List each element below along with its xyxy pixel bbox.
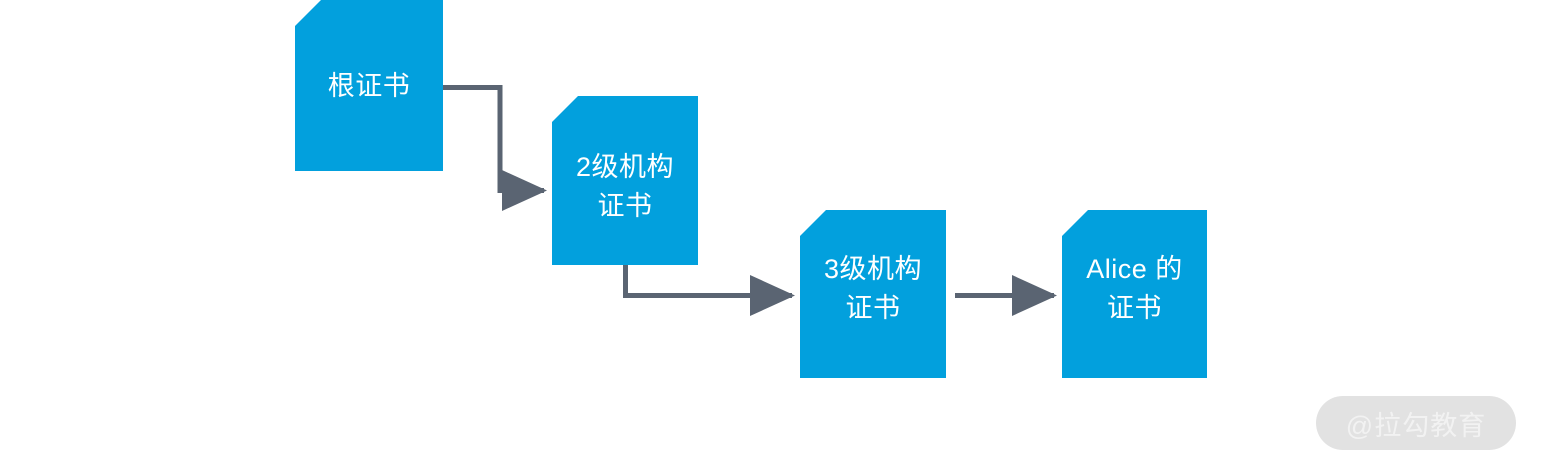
node-alice-certificate[interactable]: Alice 的 证书 <box>1062 210 1207 378</box>
document-shape-icon <box>1062 210 1207 378</box>
node-level2-ca-certificate[interactable]: 2级机构 证书 <box>552 96 698 265</box>
connector-root-to-ca2 <box>443 85 548 211</box>
node-label: 根证书 <box>327 71 411 101</box>
document-shape-icon <box>295 0 443 171</box>
watermark-badge: @拉勾教育 <box>1316 396 1516 450</box>
watermark-text: @拉勾教育 <box>1345 410 1487 441</box>
node-label: 3级机构 证书 <box>823 254 923 324</box>
node-label: 2级机构 证书 <box>575 152 675 222</box>
node-level3-ca-certificate[interactable]: 3级机构 证书 <box>800 210 946 378</box>
node-label: Alice 的 证书 <box>1086 254 1183 324</box>
document-shape-icon <box>552 96 698 265</box>
node-root-certificate[interactable]: 根证书 <box>295 0 443 171</box>
document-shape-icon <box>800 210 946 378</box>
connector-ca2-to-ca3 <box>623 265 796 316</box>
